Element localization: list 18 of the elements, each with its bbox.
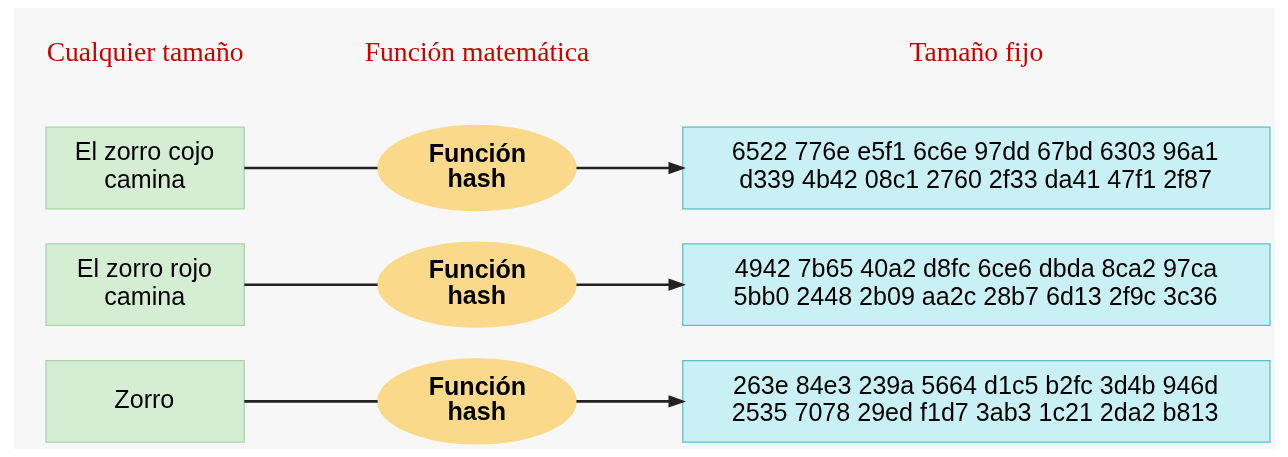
arrow xyxy=(575,278,686,291)
node-box: 6522 776e e5f1 6c6e 97dd 67bd 6303 96a1 d339 4b42 08c1 2760 2f33 da41 47f1 2f87 xyxy=(681,126,1271,210)
node-box: 263e 84e3 239a 5664 d1c5 b2fc 3d4b 946d 2535 7078 29ed f1d7 3ab3 1c21 2da2 b813 xyxy=(681,359,1271,443)
arrow xyxy=(575,395,686,408)
connector xyxy=(243,166,378,170)
label: Función matemática xyxy=(364,35,589,67)
node-box: El zorro rojo camina xyxy=(44,243,245,327)
connector xyxy=(243,400,378,403)
connector xyxy=(243,283,378,286)
arrow xyxy=(575,161,686,175)
node-ellipse: Función hash xyxy=(376,358,577,445)
node-ellipse: Función hash xyxy=(376,124,577,212)
node-box: 4942 7b65 40a2 d8fc 6ce6 dbda 8ca2 97ca 5bb0 2448 2b09 aa2c 28b7 6d13 2f9c 3c36 xyxy=(681,243,1271,327)
node-ellipse: Función hash xyxy=(376,241,577,328)
label: Tamaño fijo xyxy=(909,35,1043,67)
node-box: Zorro xyxy=(44,359,245,443)
node-box: El zorro cojo camina xyxy=(44,126,245,210)
label: Cualquier tamaño xyxy=(46,35,244,67)
